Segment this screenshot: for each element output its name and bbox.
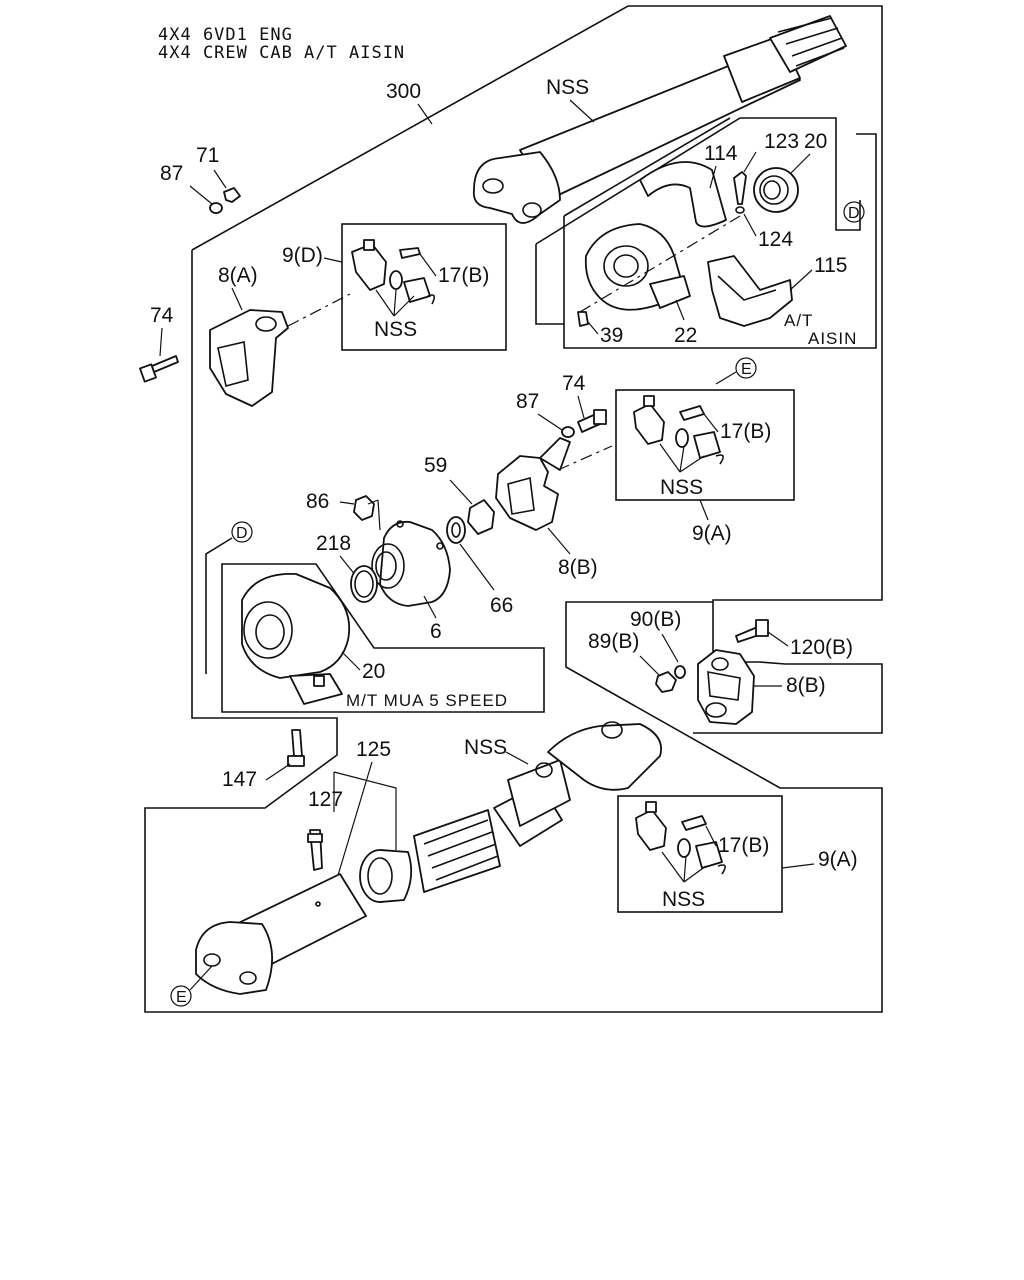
ujoint-box-9a-lower — [617, 795, 783, 913]
callout-147: 147 — [222, 768, 257, 791]
mt-box — [221, 563, 545, 713]
callout-90b: 90(B) — [630, 608, 681, 631]
callout-39: 39 — [600, 324, 623, 347]
header-line-engine: 4X4 6VD1 ENG — [158, 25, 293, 45]
spider-9d — [351, 239, 436, 305]
callout-300: 300 — [386, 80, 421, 103]
callout-115: 115 — [814, 254, 847, 277]
grease-nipple-123 — [733, 171, 747, 205]
bracket-115 — [707, 255, 793, 327]
callout-17b-2: 17(B) — [720, 420, 771, 443]
callout-9a-middle: 9(A) — [692, 522, 732, 545]
dust-boot-125 — [359, 849, 413, 903]
callout-86: 86 — [306, 490, 329, 513]
label-at: A/T — [784, 311, 813, 330]
marker-e-upper-text: E — [741, 361, 752, 378]
bolt-147 — [287, 729, 305, 767]
ctr-bearing-box — [535, 117, 877, 349]
callout-89b: 89(B) — [588, 630, 639, 653]
ujoint-box-9d — [341, 223, 507, 351]
header-line-cab: 4X4 CREW CAB A/T AISIN — [158, 43, 405, 63]
washer-66 — [446, 516, 466, 544]
callout-125: 125 — [356, 738, 391, 761]
callout-8b-right: 8(B) — [786, 674, 826, 697]
bolt-74-lower — [577, 409, 607, 433]
grease-nipple-127 — [307, 829, 323, 871]
flange-yoke-8a — [209, 309, 289, 407]
callout-22: 22 — [674, 324, 697, 347]
callout-87-lower: 87 — [516, 390, 539, 413]
flange-yoke-8b-right — [697, 649, 755, 725]
marker-e-upper — [735, 357, 757, 379]
bolt-74-upper — [139, 355, 179, 383]
callout-20-lower: 20 — [362, 660, 385, 683]
bearing-housing-22 — [584, 223, 691, 311]
leader-nss-shaft — [569, 99, 595, 123]
callout-114: 114 — [704, 142, 738, 165]
callout-127: 127 — [308, 788, 343, 811]
front-propeller-shaft — [472, 15, 847, 224]
ujoint-box-9a-middle — [615, 389, 795, 501]
spider-9a-lower — [635, 801, 726, 875]
callout-9a-lower: 9(A) — [818, 848, 858, 871]
callout-nss-2: NSS — [660, 476, 703, 499]
marker-d-lower-text: D — [236, 525, 248, 542]
marker-d-upper-text: D — [848, 205, 860, 222]
callout-87-upper: 87 — [160, 162, 183, 185]
marker-e-lower-text: E — [176, 989, 187, 1006]
callout-20-upper: 20 — [804, 130, 827, 153]
callout-nss-1: NSS — [374, 318, 417, 341]
marker-e-lower — [170, 985, 192, 1007]
companion-flange-6 — [371, 520, 451, 607]
callout-74-lower: 74 — [562, 372, 586, 395]
callout-nss-shaft: NSS — [546, 76, 589, 99]
marker-d-lower — [231, 521, 253, 543]
nut-59 — [467, 499, 495, 535]
nut-89b — [655, 671, 677, 693]
callout-120b: 120(B) — [790, 636, 853, 659]
nut-71 — [223, 187, 241, 203]
bearing-20-upper — [753, 167, 799, 213]
flange-yoke-8b-middle — [495, 437, 571, 531]
label-mt-mua-5-speed: M/T MUA 5 SPEED — [346, 691, 508, 710]
washer-90b — [674, 665, 686, 679]
callout-8a: 8(A) — [218, 264, 258, 287]
callout-123: 123 — [764, 130, 799, 153]
callout-218: 218 — [316, 532, 351, 555]
callout-nss-4: NSS — [662, 888, 705, 911]
callout-59: 59 — [424, 454, 447, 477]
washer-87-lower — [561, 426, 575, 438]
callout-66: 66 — [490, 594, 513, 617]
bearing-cushion-114 — [639, 161, 727, 228]
washer-87 — [209, 202, 223, 214]
leader-300 — [417, 103, 433, 125]
callout-74-upper: 74 — [150, 304, 174, 327]
callout-17b-3: 17(B) — [718, 834, 769, 857]
spider-9a-middle — [633, 395, 724, 465]
center-bearing-20-mt — [241, 573, 351, 705]
callout-nss-3: NSS — [464, 736, 507, 759]
label-aisin: AISIN — [808, 329, 857, 348]
callout-8b-middle: 8(B) — [558, 556, 598, 579]
callout-9d: 9(D) — [282, 244, 323, 267]
marker-d-upper — [843, 201, 865, 223]
callout-124: 124 — [758, 228, 793, 251]
callout-17b-1: 17(B) — [438, 264, 489, 287]
bolt-39 — [577, 311, 589, 327]
callout-71: 71 — [196, 144, 219, 167]
nut-86 — [353, 495, 375, 521]
callout-6: 6 — [430, 620, 442, 643]
washer-124 — [735, 206, 745, 214]
bolt-120b — [735, 619, 769, 643]
rear-propeller-shaft — [195, 721, 662, 995]
